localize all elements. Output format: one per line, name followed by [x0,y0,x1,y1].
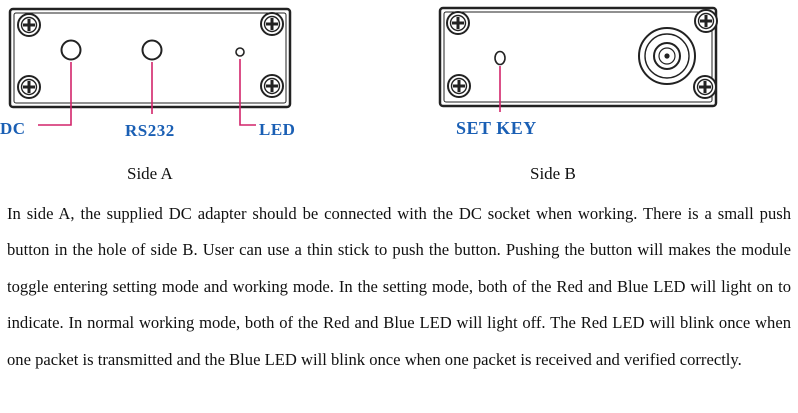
description-paragraph: In side A, the supplied DC adapter shoul… [7,204,791,369]
set-key-hole [494,50,506,66]
screw-icon [445,10,471,36]
side-b-panel [438,6,719,108]
screw-icon [446,73,472,99]
side-a-callout-lines [38,59,256,126]
set-key-label: SET KEY [456,118,537,138]
led-hole [235,47,245,57]
side-a-caption: Side A [127,164,173,183]
side-a-panel [8,7,292,109]
rs232-label: RS232 [125,121,175,140]
screw-icon [692,74,718,100]
dc-socket-hole [60,39,82,61]
screw-icon [259,73,285,99]
side-b-caption: Side B [530,164,576,183]
screw-icon [16,12,42,38]
screw-icon [16,74,42,100]
screw-icon [693,8,719,34]
dc-callout-line [38,62,72,126]
rs232-port-hole [141,39,163,61]
led-callout-line [239,59,256,126]
led-label: LED [259,120,296,139]
dc-label: DC [0,119,26,138]
module-diagram [8,6,719,126]
antenna-connector-icon [638,27,696,85]
screw-icon [259,11,285,37]
